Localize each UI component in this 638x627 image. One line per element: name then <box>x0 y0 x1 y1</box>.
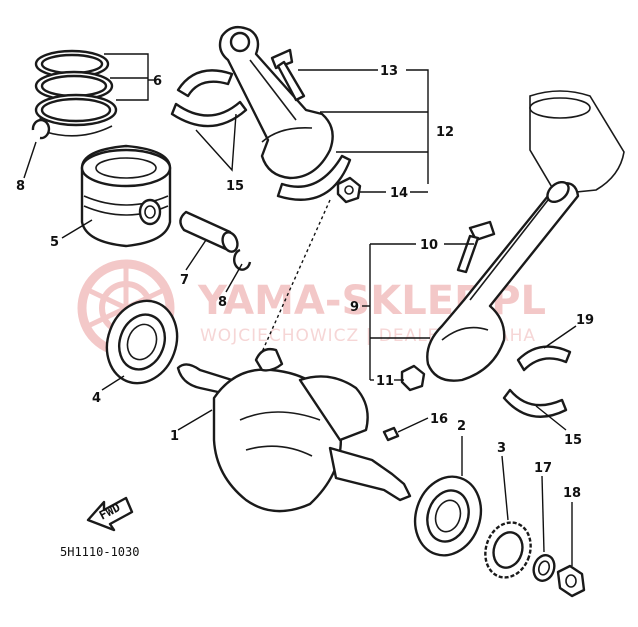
rod-nut-top <box>336 176 362 204</box>
diagram-code: 5H1110-1030 <box>60 545 139 559</box>
callout-14: 14 <box>390 186 408 201</box>
callout-3: 3 <box>497 441 506 456</box>
callout-8-middle: 8 <box>218 295 227 310</box>
callout-17: 17 <box>534 461 552 476</box>
callout-12: 12 <box>436 125 454 140</box>
bearing-shells-lower <box>502 345 572 418</box>
ball-bearing-right <box>413 475 483 557</box>
piston <box>80 144 172 248</box>
callout-15-top: 15 <box>226 179 244 194</box>
callout-7: 7 <box>180 273 189 288</box>
callout-5: 5 <box>50 235 59 250</box>
bearing-shells-top <box>170 69 248 128</box>
connecting-rod-top <box>218 25 352 201</box>
front-direction-arrow: FWD <box>86 496 134 532</box>
callout-8-top: 8 <box>16 179 25 194</box>
circlip-middle <box>233 248 252 271</box>
timing-gear <box>484 521 532 579</box>
callout-19: 19 <box>576 313 594 328</box>
callout-1: 1 <box>170 429 179 444</box>
callout-11: 11 <box>376 374 394 389</box>
washer <box>532 554 556 582</box>
callout-13: 13 <box>380 64 398 79</box>
callout-15-lower: 15 <box>564 433 582 448</box>
callout-numbers: 6 8 5 7 8 15 13 12 14 10 9 11 19 15 4 1 … <box>16 64 594 501</box>
woodruff-key <box>382 426 400 442</box>
callout-16: 16 <box>430 412 448 427</box>
callout-6: 6 <box>153 74 162 89</box>
cylinder-outline <box>529 90 625 195</box>
rod-nut-lower <box>400 364 426 392</box>
ball-bearing-left <box>105 299 179 385</box>
leader-lines <box>23 53 577 566</box>
callout-10: 10 <box>420 238 438 253</box>
crank-nut <box>556 564 586 598</box>
piston-pin <box>179 210 239 253</box>
callout-18: 18 <box>563 486 581 501</box>
crankshaft <box>176 347 412 513</box>
callout-4: 4 <box>92 391 101 406</box>
connecting-rod-assembly <box>426 180 580 382</box>
callout-2: 2 <box>457 419 466 434</box>
callout-9: 9 <box>350 300 359 315</box>
piston-rings <box>34 49 118 137</box>
rod-bolt-top <box>270 48 306 102</box>
rod-bolt-lower <box>456 220 496 274</box>
circlip-top <box>31 118 51 140</box>
